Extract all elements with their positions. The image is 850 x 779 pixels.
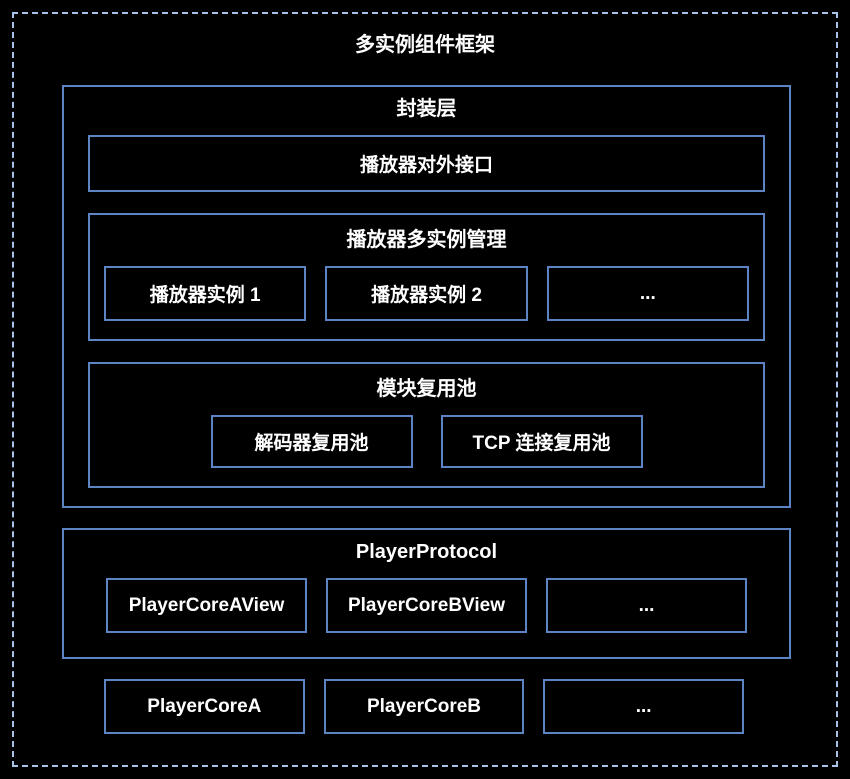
tcp-connection-reuse-pool-box: TCP 连接复用池 — [440, 415, 643, 468]
player-core-a-box: PlayerCoreA — [104, 679, 305, 734]
module-reuse-pool-box: 模块复用池 解码器复用池 TCP 连接复用池 — [88, 362, 765, 488]
encapsulation-layer-box: 封装层 播放器对外接口 播放器多实例管理 播放器实例 1 播放器实例 2 ...… — [62, 85, 791, 508]
module-reuse-pool-title: 模块复用池 — [376, 378, 477, 400]
encapsulation-layer-title: 封装层 — [396, 98, 457, 120]
player-core-view-more-box: ... — [546, 578, 747, 633]
player-instance-2-box: 播放器实例 2 — [325, 266, 528, 321]
player-core-row: PlayerCoreA PlayerCoreB ... — [104, 679, 745, 734]
player-protocol-box: PlayerProtocol PlayerCoreAView PlayerCor… — [62, 528, 791, 659]
player-protocol-row: PlayerCoreAView PlayerCoreBView ... — [106, 578, 747, 633]
player-instance-1-box: 播放器实例 1 — [104, 266, 307, 321]
framework-container: 多实例组件框架 封装层 播放器对外接口 播放器多实例管理 播放器实例 1 播放器… — [12, 12, 838, 767]
reuse-pool-row: 解码器复用池 TCP 连接复用池 — [104, 415, 749, 468]
player-core-a-view-box: PlayerCoreAView — [106, 578, 307, 633]
player-instance-row: 播放器实例 1 播放器实例 2 ... — [104, 266, 749, 321]
player-core-more-box: ... — [543, 679, 745, 734]
player-instance-more-box: ... — [546, 266, 749, 321]
player-core-b-box: PlayerCoreB — [323, 679, 525, 734]
multi-instance-manager-box: 播放器多实例管理 播放器实例 1 播放器实例 2 ... — [88, 213, 765, 341]
player-core-b-view-box: PlayerCoreBView — [326, 578, 527, 633]
diagram-title: 多实例组件框架 — [355, 34, 495, 56]
decoder-reuse-pool-box: 解码器复用池 — [210, 415, 413, 468]
multi-instance-manager-title: 播放器多实例管理 — [346, 229, 507, 251]
player-external-interface-box: 播放器对外接口 — [88, 135, 765, 192]
player-protocol-title: PlayerProtocol — [355, 541, 498, 563]
